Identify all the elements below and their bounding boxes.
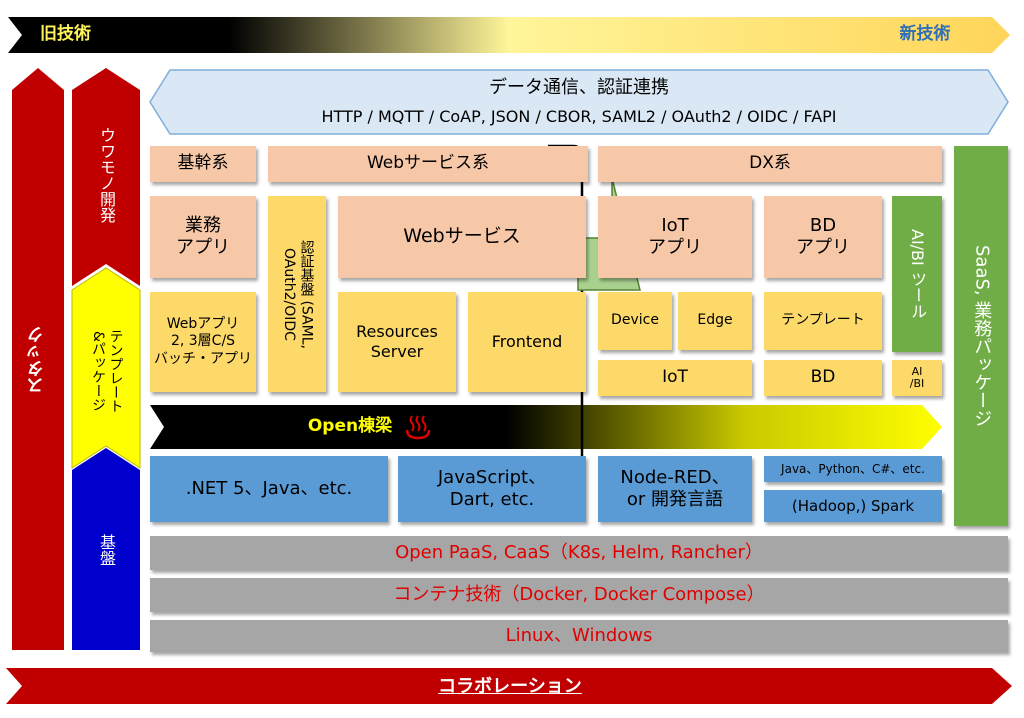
base-label: 基盤 (97, 534, 116, 566)
aibi-tool: AI/BI ツール (892, 196, 942, 352)
lang-dotnet: .NET 5、Java、etc. (150, 456, 388, 522)
stack-arrow (12, 68, 64, 650)
collab-label: コラボレーション (438, 675, 582, 697)
edge-box: Edge (678, 292, 752, 350)
lang-python: Java、Python、C#、etc. (764, 456, 942, 482)
base-arrow (72, 448, 140, 650)
old-tech-label: 旧技術 (40, 24, 91, 45)
webapp-box: Webアプリ 2, 3層C/S バッチ・アプリ (150, 292, 256, 392)
auth-platform: 認証基盤 (SAML, OAuth2/OIDC (268, 196, 326, 392)
resources-server: Resources Server (338, 292, 456, 392)
stack-label: スタック (27, 326, 48, 394)
device-box: Device (598, 292, 672, 350)
aibi-box: AI /BI (892, 360, 942, 396)
saas-box: SaaS, 業務パッケージ (954, 146, 1008, 526)
open-arrow (150, 405, 942, 449)
datacomm-protocols: HTTP / MQTT / CoAP, JSON / CBOR, SAML2 /… (321, 107, 837, 126)
bd-app: BD アプリ (764, 196, 882, 278)
collab-arrow (6, 668, 1012, 704)
templates-arrow (71, 267, 141, 469)
hot-spring-icon (404, 414, 432, 440)
new-tech-label: 新技術 (899, 24, 951, 45)
infra-os: Linux、Windows (150, 620, 1008, 652)
frontend-box: Frontend (468, 292, 586, 392)
lang-spark: (Hadoop,) Spark (764, 490, 942, 522)
iot-box: IoT (598, 360, 752, 396)
category-dx: DX系 (598, 146, 942, 182)
web-service: Webサービス (338, 196, 586, 278)
things-arrow (72, 68, 140, 286)
infra-paas: Open PaaS, CaaS（K8s, Helm, Rancher） (150, 536, 1008, 570)
category-web: Webサービス系 (268, 146, 588, 182)
open-label: Open棟梁 (307, 416, 393, 437)
datacomm-title: データ通信、認証連携 (489, 76, 669, 98)
bd-box: BD (764, 360, 882, 396)
iot-app: IoT アプリ (598, 196, 752, 278)
infra-container: コンテナ技術（Docker, Docker Compose） (150, 578, 1008, 612)
business-app: 業務 アプリ (150, 196, 256, 278)
templates-label: テンプレート &パッケージ (90, 329, 124, 413)
things-label: ウワモノ開発 (97, 127, 116, 223)
datacomm-banner (149, 69, 1009, 135)
template-box: テンプレート (764, 292, 882, 350)
lang-js: JavaScript、 Dart, etc. (398, 456, 586, 522)
lang-node: Node-RED、 or 開発言語 (598, 456, 752, 522)
category-core: 基幹系 (150, 146, 256, 182)
timeline-arrow (8, 17, 1010, 53)
